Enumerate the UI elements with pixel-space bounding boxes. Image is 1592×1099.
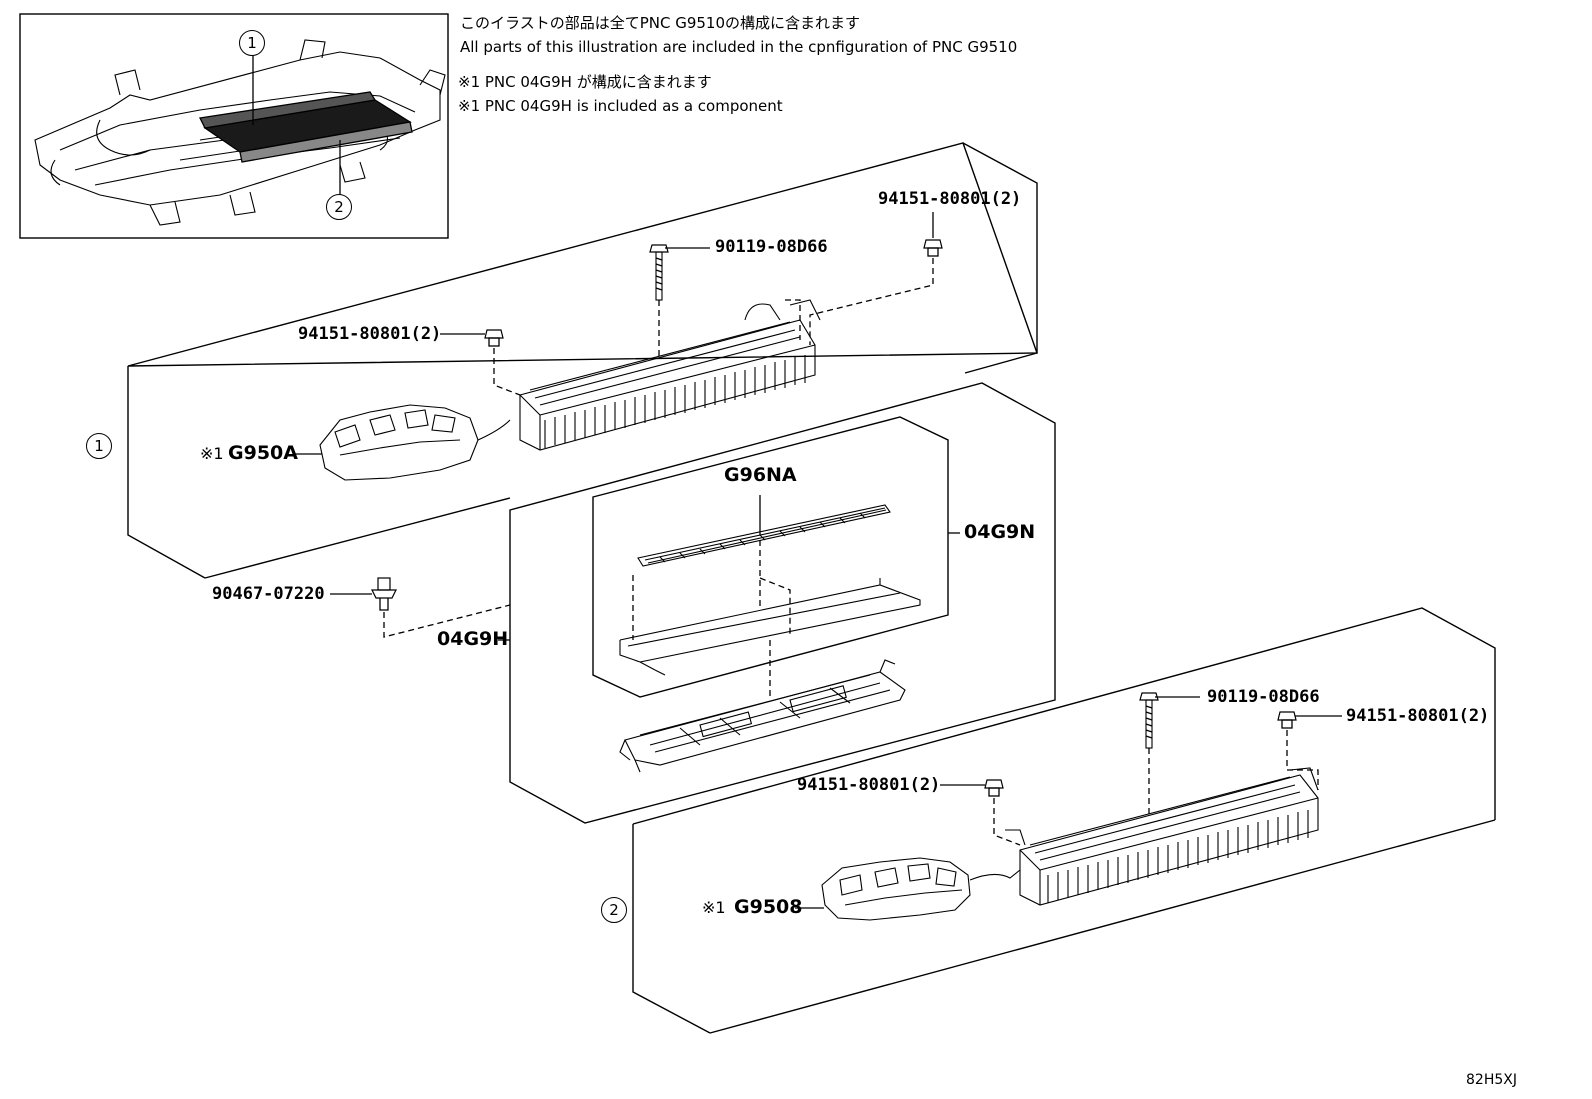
note-en-line1: All parts of this illustration are inclu… [460,38,1018,56]
group1-battery-stack [519,299,821,451]
group1-part-module: G950A [228,442,298,464]
center-part-inner: 04G9N [964,521,1036,543]
group2-part-nut-left: 94151-80801(2) [797,775,941,795]
diagram-code: 82H5XJ [1466,1072,1517,1088]
group1-index-callout: 1 [86,433,112,459]
clip-90467 [371,577,397,611]
group1-bolt [649,244,669,301]
center-part-outer: 04G9H [437,628,509,650]
group2-nut-right [1277,711,1297,729]
group1-nut-left [484,329,504,347]
group1-nut-right [923,239,943,257]
group1-box-top [127,142,1038,367]
overview-inset [19,13,449,239]
group2-dashed-leaders [993,730,1319,846]
g96na-strip [637,504,891,567]
group1-reference-mark: ※1 [200,444,224,463]
note-jp-line2: ※1 PNC 04G9H が構成に含まれます [458,73,712,91]
group1-part-nut-left: 94151-80801(2) [298,324,442,344]
group2-part-bolt: 90119-08D66 [1207,687,1320,707]
group2-index-callout: 2 [601,897,627,923]
center-dashed-leaders [632,540,791,700]
group2-control-unit [821,857,1021,921]
clip-dashed-leader [383,604,511,638]
group2-part-module: G9508 [734,896,803,918]
note-jp-line1: このイラストの部品は全てPNC G9510の構成に含まれます [460,14,861,32]
lower-tray [619,659,906,773]
group2-reference-mark: ※1 [702,898,726,917]
center-part-clip: 90467-07220 [212,584,325,604]
group1-control-unit [319,404,511,481]
center-part-strip: G96NA [724,464,797,486]
frame-bracket [619,578,921,676]
group2-bolt [1139,692,1159,749]
group1-part-bolt: 90119-08D66 [715,237,828,257]
group1-part-nut-right: 94151-80801(2) [878,189,1022,209]
group-04g9n-box [592,416,949,698]
group1-dashed-leaders [493,258,934,396]
note-en-line2: ※1 PNC 04G9H is included as a component [458,97,783,115]
group2-nut-left [984,779,1004,797]
inset-callout-1: 1 [239,30,265,56]
group2-box-top [632,607,1496,825]
group-04g9h-box [509,382,1056,824]
group2-part-nut-right: 94151-80801(2) [1346,706,1490,726]
inset-callout-2: 2 [326,194,352,220]
group2-battery-stack [1005,767,1319,906]
